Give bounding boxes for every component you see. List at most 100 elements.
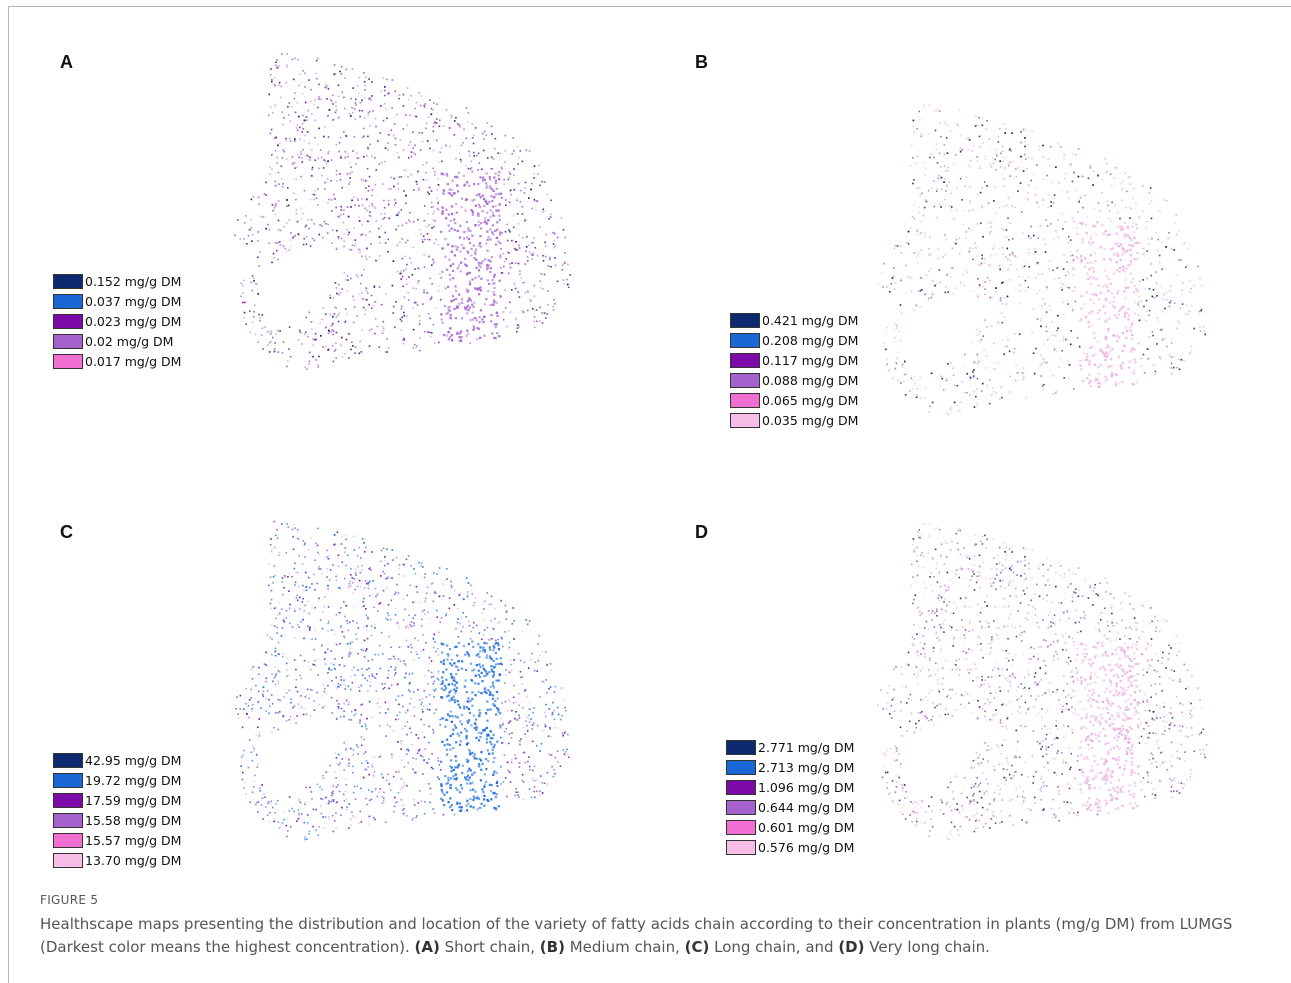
legend-item: 17.59 mg/g DM: [53, 790, 181, 810]
legend-item: 0.576 mg/g DM: [726, 837, 854, 857]
caption-intro: Healthscape maps presenting the distribu…: [40, 915, 1233, 956]
legend-a: 0.152 mg/g DM 0.037 mg/g DM 0.023 mg/g D…: [53, 271, 181, 371]
legend-c: 42.95 mg/g DM 19.72 mg/g DM 17.59 mg/g D…: [53, 750, 181, 870]
legend-swatch: [53, 752, 83, 768]
legend-label: 0.644 mg/g DM: [758, 799, 855, 815]
legend-item: 0.037 mg/g DM: [53, 291, 181, 311]
legend-item: 1.096 mg/g DM: [726, 777, 854, 797]
legend-item: 19.72 mg/g DM: [53, 770, 181, 790]
legend-swatch: [53, 333, 83, 349]
caption-tag-b: (B): [539, 938, 565, 956]
legend-label: 2.713 mg/g DM: [758, 759, 855, 775]
map-d: [877, 523, 1208, 840]
legend-item: 0.208 mg/g DM: [730, 330, 858, 350]
panel-d: D 2.771 mg/g DM 2.713 mg/g DM 1.096 mg/g…: [675, 510, 1291, 980]
legend-label: 15.57 mg/g DM: [85, 832, 182, 848]
legend-label: 0.421 mg/g DM: [762, 312, 859, 328]
legend-label: 0.035 mg/g DM: [762, 412, 859, 428]
legend-label: 2.771 mg/g DM: [758, 739, 855, 755]
legend-item: 0.065 mg/g DM: [730, 390, 858, 410]
legend-label: 42.95 mg/g DM: [85, 752, 182, 768]
caption-text-b: Medium chain,: [564, 938, 685, 956]
legend-swatch: [726, 739, 756, 755]
legend-label: 0.065 mg/g DM: [762, 392, 859, 408]
legend-label: 0.576 mg/g DM: [758, 839, 855, 855]
legend-item: 0.02 mg/g DM: [53, 331, 181, 351]
legend-item: 0.088 mg/g DM: [730, 370, 858, 390]
legend-swatch: [726, 839, 756, 855]
caption-text: Healthscape maps presenting the distribu…: [40, 913, 1270, 959]
legend-swatch: [53, 812, 83, 828]
legend-swatch: [53, 293, 83, 309]
legend-label: 0.017 mg/g DM: [85, 353, 182, 369]
legend-item: 15.57 mg/g DM: [53, 830, 181, 850]
legend-swatch: [53, 313, 83, 329]
figure-frame: [8, 6, 1291, 983]
legend-swatch: [53, 772, 83, 788]
panel-c: C 42.95 mg/g DM 19.72 mg/g DM 17.59 mg/g…: [40, 510, 680, 980]
figure-caption: FIGURE 5 Healthscape maps presenting the…: [40, 893, 1270, 959]
legend-item: 0.421 mg/g DM: [730, 310, 858, 330]
map-a: [234, 53, 571, 370]
caption-text-d: Very long chain.: [864, 938, 990, 956]
legend-swatch: [730, 332, 760, 348]
legend-swatch: [726, 799, 756, 815]
caption-tag-d: (D): [838, 938, 865, 956]
legend-item: 0.017 mg/g DM: [53, 351, 181, 371]
legend-item: 2.713 mg/g DM: [726, 757, 854, 777]
legend-label: 19.72 mg/g DM: [85, 772, 182, 788]
caption-text-c: Long chain, and: [709, 938, 839, 956]
panel-label-d: D: [695, 522, 708, 542]
legend-item: 0.152 mg/g DM: [53, 271, 181, 291]
legend-swatch: [726, 819, 756, 835]
legend-label: 0.208 mg/g DM: [762, 332, 859, 348]
map-speckles: [877, 104, 1207, 416]
legend-label: 0.117 mg/g DM: [762, 352, 859, 368]
panel-label-b: B: [695, 52, 708, 72]
legend-swatch: [53, 353, 83, 369]
legend-item: 15.58 mg/g DM: [53, 810, 181, 830]
legend-item: 13.70 mg/g DM: [53, 850, 181, 870]
map-speckles: [234, 53, 571, 370]
legend-label: 13.70 mg/g DM: [85, 852, 182, 868]
legend-label: 0.088 mg/g DM: [762, 372, 859, 388]
map-speckles: [234, 520, 570, 841]
map-c: [234, 520, 570, 841]
legend-label: 15.58 mg/g DM: [85, 812, 182, 828]
legend-swatch: [730, 372, 760, 388]
legend-item: 0.644 mg/g DM: [726, 797, 854, 817]
panel-label-c: C: [60, 522, 73, 542]
legend-swatch: [53, 273, 83, 289]
panel-b: B 0.421 mg/g DM 0.208 mg/g DM 0.117 mg/g…: [675, 40, 1291, 510]
legend-label: 17.59 mg/g DM: [85, 792, 182, 808]
legend-item: 0.601 mg/g DM: [726, 817, 854, 837]
legend-d: 2.771 mg/g DM 2.713 mg/g DM 1.096 mg/g D…: [726, 737, 854, 857]
legend-swatch: [730, 312, 760, 328]
legend-item: 0.023 mg/g DM: [53, 311, 181, 331]
caption-tag-c: (C): [684, 938, 710, 956]
legend-swatch: [53, 832, 83, 848]
panel-a: A 0.152 mg/g DM 0.037 mg/g DM 0.023 mg/g…: [40, 40, 680, 510]
legend-label: 0.152 mg/g DM: [85, 273, 182, 289]
legend-item: 2.771 mg/g DM: [726, 737, 854, 757]
legend-label: 1.096 mg/g DM: [758, 779, 855, 795]
legend-swatch: [730, 352, 760, 368]
legend-label: 0.023 mg/g DM: [85, 313, 182, 329]
caption-tag-a: (A): [414, 938, 440, 956]
figure-label: FIGURE 5: [40, 893, 99, 907]
legend-swatch: [730, 412, 760, 428]
legend-swatch: [726, 759, 756, 775]
legend-label: 0.601 mg/g DM: [758, 819, 855, 835]
legend-item: 0.117 mg/g DM: [730, 350, 858, 370]
legend-swatch: [53, 852, 83, 868]
legend-swatch: [53, 792, 83, 808]
legend-b: 0.421 mg/g DM 0.208 mg/g DM 0.117 mg/g D…: [730, 310, 858, 430]
legend-label: 0.02 mg/g DM: [85, 333, 174, 349]
map-speckles: [877, 523, 1208, 840]
caption-text-a: Short chain,: [439, 938, 540, 956]
legend-label: 0.037 mg/g DM: [85, 293, 182, 309]
legend-swatch: [726, 779, 756, 795]
legend-item: 42.95 mg/g DM: [53, 750, 181, 770]
legend-swatch: [730, 392, 760, 408]
map-b: [877, 104, 1207, 416]
